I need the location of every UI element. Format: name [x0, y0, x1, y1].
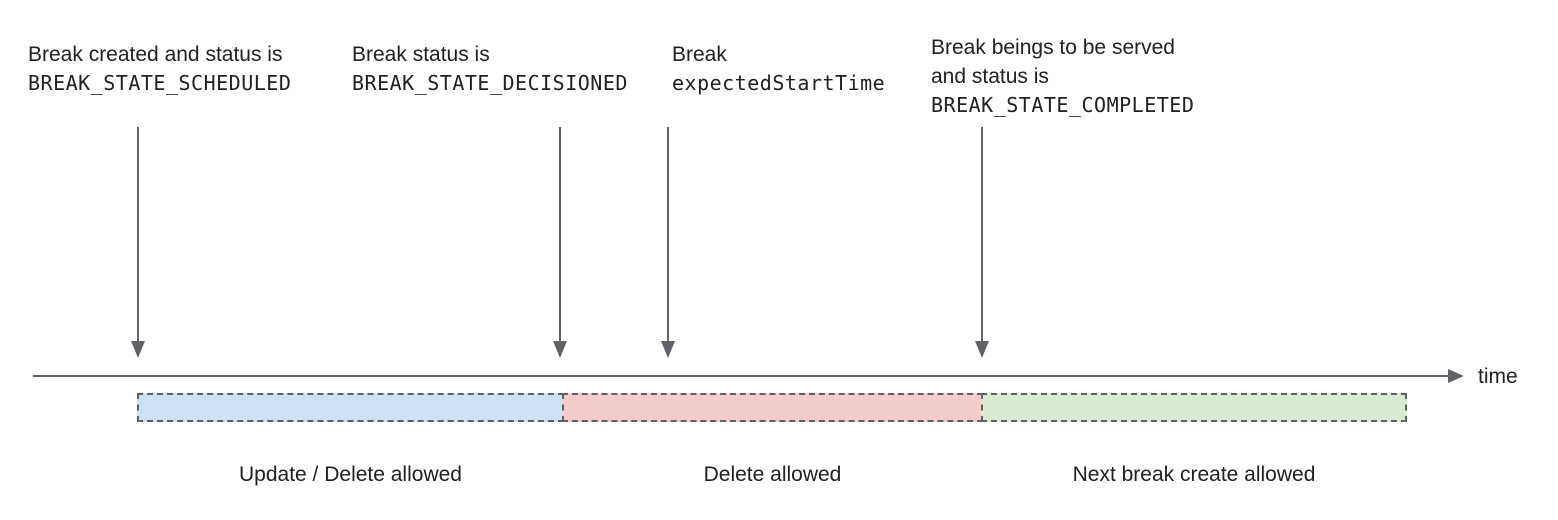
arrow-break-decisioned-icon — [553, 127, 567, 358]
segment-label-update-delete: Update / Delete allowed — [239, 463, 462, 486]
arrow-break-completed-icon — [975, 127, 989, 358]
segment-next-break-create-allowed — [981, 393, 1407, 422]
arrow-stem — [981, 127, 983, 341]
time-axis-arrow-icon — [1448, 369, 1464, 383]
arrow-stem — [137, 127, 139, 341]
arrow-break-created-icon — [131, 127, 145, 358]
segment-label-next-break: Next break create allowed — [1072, 463, 1316, 486]
annotation-expected-start-time: Break expectedStartTime — [672, 40, 885, 98]
annotation-text: Break beings to be served — [931, 36, 1175, 59]
annotation-code: expectedStartTime — [672, 71, 886, 95]
arrow-stem — [667, 127, 669, 341]
annotation-code: BREAK_STATE_COMPLETED — [931, 93, 1195, 117]
arrow-down-head-icon — [553, 341, 567, 358]
annotation-text: Break created and status is — [28, 43, 283, 66]
segment-delete-allowed — [562, 393, 983, 422]
segment-label-delete: Delete allowed — [703, 463, 842, 486]
time-axis-line — [33, 375, 1448, 377]
arrow-down-head-icon — [131, 341, 145, 358]
arrow-down-head-icon — [975, 341, 989, 358]
annotation-code: BREAK_STATE_DECISIONED — [352, 71, 628, 95]
arrow-down-head-icon — [661, 341, 675, 358]
annotation-break-completed: Break beings to be served and status is … — [931, 33, 1194, 120]
arrow-expected-start-time-icon — [661, 127, 675, 358]
annotation-break-created: Break created and status is BREAK_STATE_… — [28, 40, 291, 98]
annotation-text: Break — [672, 43, 727, 66]
annotation-break-decisioned: Break status is BREAK_STATE_DECISIONED — [352, 40, 628, 98]
time-axis-label: time — [1478, 365, 1518, 388]
annotation-code: BREAK_STATE_SCHEDULED — [28, 71, 292, 95]
annotation-text: and status is — [931, 65, 1049, 88]
segment-update-delete-allowed — [137, 393, 564, 422]
annotation-text: Break status is — [352, 43, 490, 66]
arrow-stem — [559, 127, 561, 341]
